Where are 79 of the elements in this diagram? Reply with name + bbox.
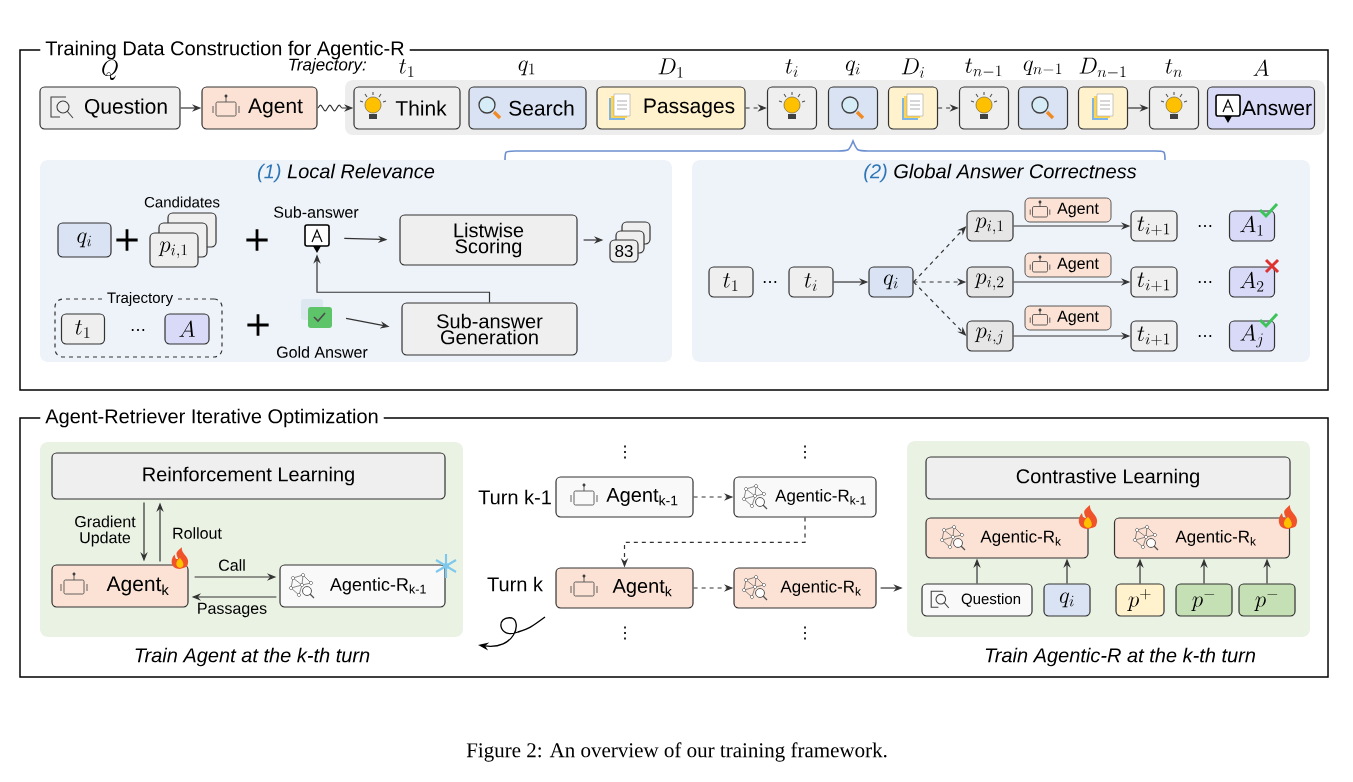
label-box: Search [468, 86, 587, 130]
symbol-box: $q_{i}$ [868, 266, 914, 298]
symbol-box: $p_{i,j}$ [966, 320, 1014, 352]
ellipsis: … [1198, 335, 1212, 337]
label-box: Question [39, 86, 181, 130]
symbol-box: $t_{i+1}$ [1130, 320, 1178, 352]
label-box: Sub-answer Generation [401, 302, 578, 356]
label-box: Passages [596, 86, 746, 130]
node-label: $D_{i}$ [901, 58, 924, 78]
symbol-box: $p^{+}$ [1115, 583, 1165, 617]
ellipsis: … [131, 329, 145, 331]
candidate-card: $p_{i,1}$ [149, 212, 217, 268]
edge-label: Call [219, 559, 245, 571]
symbol-box: $A_{2}$ [1228, 266, 1276, 298]
node-label: $t_{1}$ [399, 58, 414, 77]
node-label: Turn k [487, 576, 543, 592]
node-label: $q_{i}$ [845, 60, 860, 76]
ellipsis: … [763, 281, 777, 283]
label-box: Agent [201, 86, 318, 130]
symbol-box: $p_{i,1}$ [966, 210, 1014, 242]
node-label: $D_{1}$ [658, 58, 683, 78]
symbol-box: $q_{i}$ [1043, 583, 1091, 617]
node-label: $t_{n-1}$ [965, 58, 1002, 77]
symbol-box: $A$ [164, 313, 210, 345]
label-box: Question [921, 583, 1033, 617]
symbol-box: $q_{i}$ [57, 222, 112, 258]
ellipsis: ⋮ [624, 445, 626, 459]
label-box: Agent$_{k}$ [555, 567, 694, 609]
edge-label: Rollout [173, 527, 222, 539]
node-label: Gold Answer [277, 346, 368, 358]
label-box: Agentic-R$_{k}$ [925, 517, 1089, 559]
symbol-box: $t_{1}$ [708, 266, 754, 298]
symbol-box: $t_{i}$ [788, 266, 834, 298]
symbol-box: $p^{-}$ [1175, 583, 1233, 617]
node-label: Sub-answer [274, 206, 359, 218]
node-label: $A$ [1253, 59, 1269, 76]
label-box: Agentic-R$_{k-1}$ [733, 476, 877, 518]
node-label: $q_{1}$ [518, 60, 535, 76]
symbol-box: $A_{j}$ [1228, 320, 1276, 352]
symbol-box: $t_{i+1}$ [1130, 210, 1178, 242]
plus-sign: + [116, 229, 138, 251]
label-box: Agent$_{k}$ [51, 564, 189, 608]
node-label: Candidates [144, 196, 220, 208]
label-box: Agent$_{k-1}$ [555, 476, 694, 518]
edge-label: Gradient Update [75, 515, 136, 547]
label-box: Agentic-R$_{k}$ [1113, 517, 1291, 559]
node-label: $t_{n}$ [1165, 58, 1182, 77]
ellipsis: … [1198, 225, 1212, 227]
edge-label: Agent [1024, 197, 1112, 223]
symbol-box: $p^{-}$ [1238, 583, 1296, 617]
node-label: $t_{i}$ [785, 58, 798, 77]
edge-label: Agent [1024, 305, 1112, 331]
node-label: Turn k-1 [478, 489, 551, 505]
edge-label: Passages [198, 602, 267, 618]
symbol-box: $t_{i+1}$ [1130, 266, 1178, 298]
node-label: Trajectory: [289, 58, 367, 74]
score-card: 83 [609, 221, 651, 263]
edge-label: Agent [1024, 252, 1112, 278]
symbol-box: $A_{1}$ [1228, 210, 1276, 242]
label-box: Listwise Scoring [399, 214, 578, 266]
plus-sign: + [247, 314, 269, 336]
label-box: Reinforcement Learning [51, 452, 446, 500]
node-label: $D_{n-1}$ [1079, 57, 1126, 78]
ellipsis: … [1198, 281, 1212, 283]
ellipsis: ⋮ [804, 626, 806, 640]
label-box: Think [353, 86, 461, 130]
plus-sign: + [246, 229, 268, 251]
label-box: Contrastive Learning [925, 456, 1291, 500]
symbol-box: $p_{i,2}$ [966, 266, 1014, 298]
node-label: $q_{n-1}$ [1023, 60, 1062, 76]
ellipsis: ⋮ [624, 626, 626, 640]
label-box: Agentic-R$_{k}$ [733, 567, 877, 609]
figure-caption: Figure 2: An overview of our training framework. [466, 742, 887, 762]
node-label: $Q$ [102, 59, 118, 81]
ellipsis: ⋮ [804, 445, 806, 459]
node-label: Train Agent at the k-th turn [135, 647, 370, 667]
node-label: Train Agentic-R at the k-th turn [985, 647, 1256, 667]
label-box: Agentic-R$_{k-1}$ [279, 564, 446, 608]
symbol-box: $t_{1}$ [60, 313, 106, 345]
